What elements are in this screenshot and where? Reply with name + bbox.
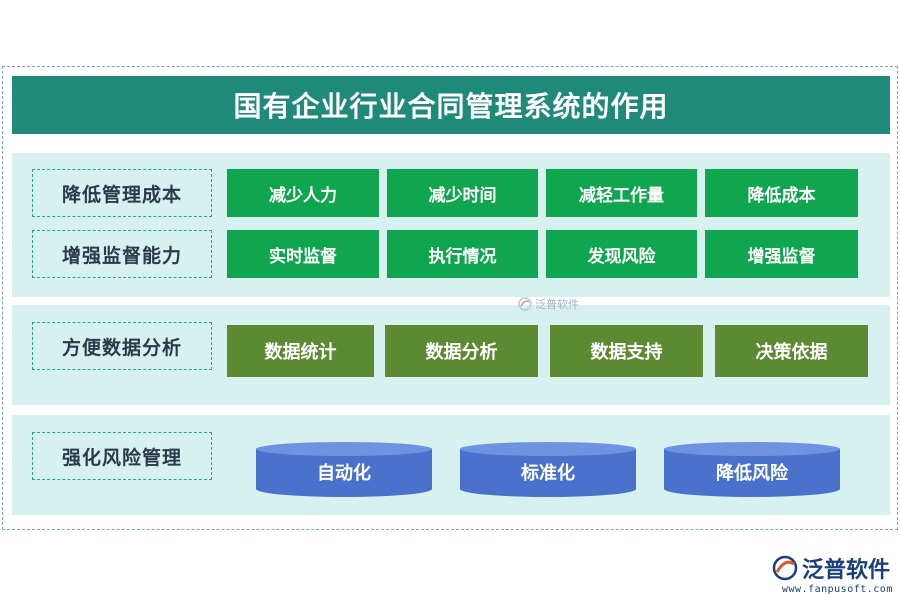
diagram-title: 国有企业行业合同管理系统的作用	[12, 76, 890, 134]
center-watermark: 泛普软件	[518, 296, 579, 312]
diagram-frame	[2, 66, 898, 530]
cylinder-shape	[664, 442, 840, 497]
fanpu-logo-icon	[772, 555, 798, 581]
brand-url: www.fanpusoft.com	[782, 584, 893, 595]
label-enhance-supervision: 增强监督能力	[32, 230, 212, 278]
label-data-analysis: 方便数据分析	[32, 322, 212, 370]
cylinder-label: 标准化	[521, 463, 575, 484]
item-reduce-labor: 减少人力	[227, 169, 379, 217]
cylinder-label: 自动化	[317, 463, 371, 484]
item-reduce-workload: 减轻工作量	[546, 169, 697, 217]
brand-name: 泛普软件	[802, 558, 891, 583]
center-watermark-text: 泛普软件	[535, 298, 579, 311]
cylinder-automation: 自动化	[255, 441, 433, 499]
item-lower-cost: 降低成本	[705, 169, 858, 217]
item-execution-status: 执行情况	[387, 230, 538, 278]
cylinder-reduce-risk: 降低风险	[663, 441, 841, 499]
item-data-analysis: 数据分析	[385, 325, 538, 377]
item-enhance-supervision: 增强监督	[705, 230, 858, 278]
label-reduce-cost: 降低管理成本	[32, 169, 212, 217]
fanpu-logo-icon	[518, 297, 532, 311]
item-decision-basis: 决策依据	[715, 325, 868, 377]
item-data-statistics: 数据统计	[227, 325, 374, 377]
item-realtime-supervision: 实时监督	[227, 230, 379, 278]
label-risk-management: 强化风险管理	[32, 432, 212, 480]
cylinder-shape	[256, 442, 432, 497]
item-reduce-time: 减少时间	[387, 169, 538, 217]
cylinder-shape	[460, 442, 636, 497]
cylinder-standardization: 标准化	[459, 441, 637, 499]
item-data-support: 数据支持	[550, 325, 703, 377]
cylinder-label: 降低风险	[716, 463, 788, 484]
item-find-risk: 发现风险	[546, 230, 697, 278]
brand-logo: 泛普软件	[772, 552, 890, 584]
